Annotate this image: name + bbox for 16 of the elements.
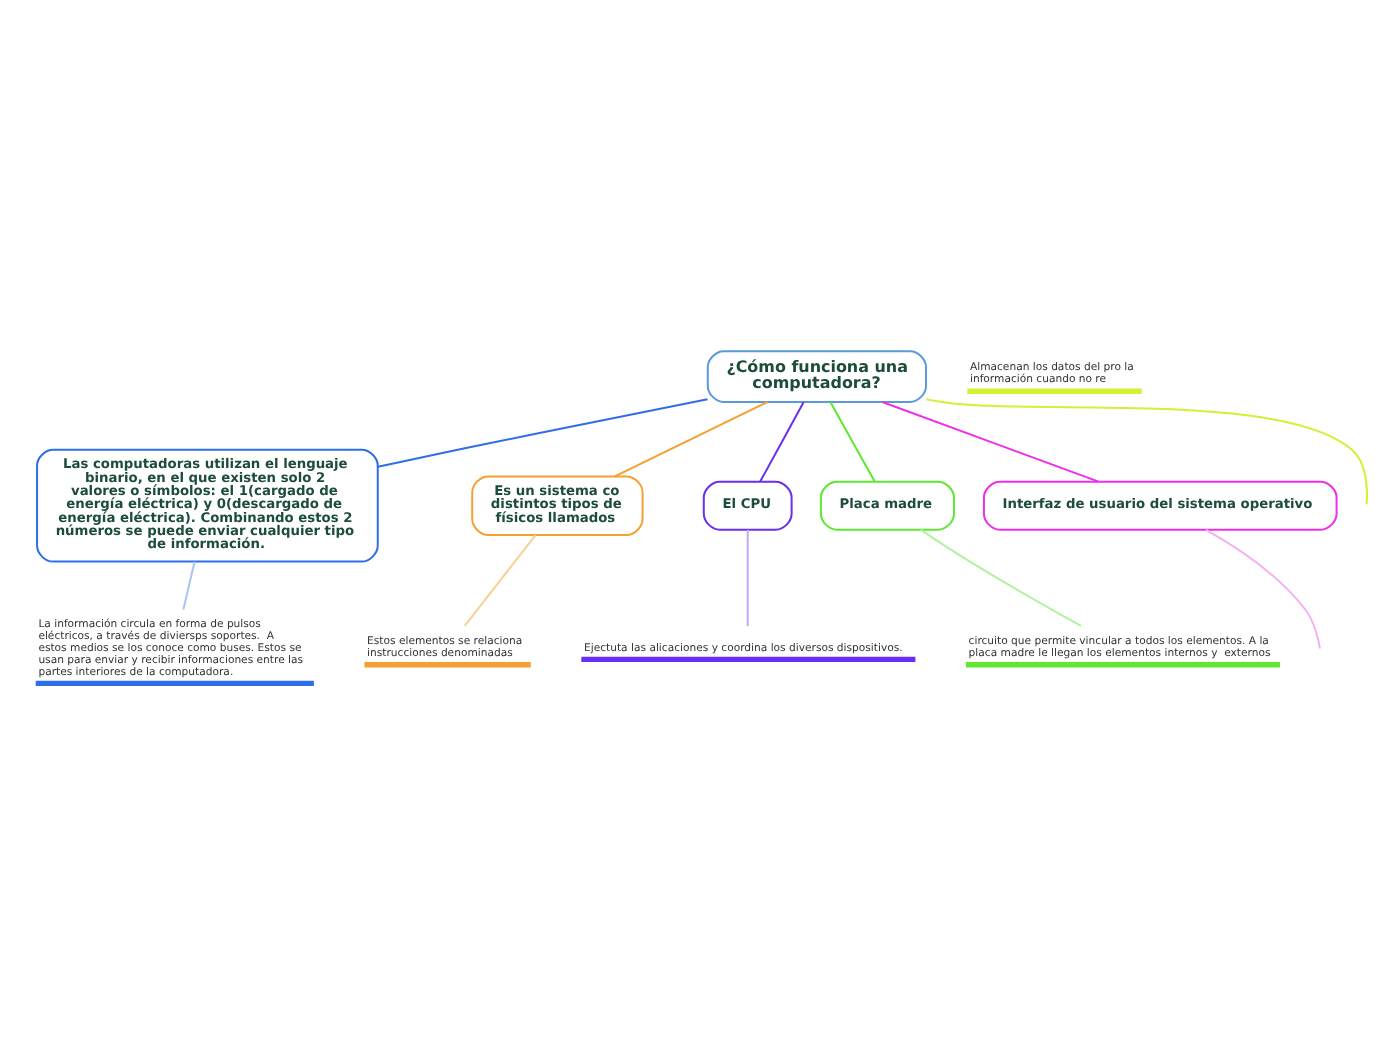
connector [1205,527,1321,649]
node-box [364,661,531,667]
connector [746,527,749,627]
connector [376,397,709,467]
node-box [35,679,314,685]
connector [919,527,1082,626]
connector [925,397,1368,505]
connector [463,533,537,626]
node-box [581,655,916,662]
connector [829,400,876,482]
connector [613,400,769,477]
node-box [967,387,1142,393]
connector [182,559,196,610]
node-box [965,661,1280,667]
connector [759,400,805,482]
connector [881,400,1100,482]
